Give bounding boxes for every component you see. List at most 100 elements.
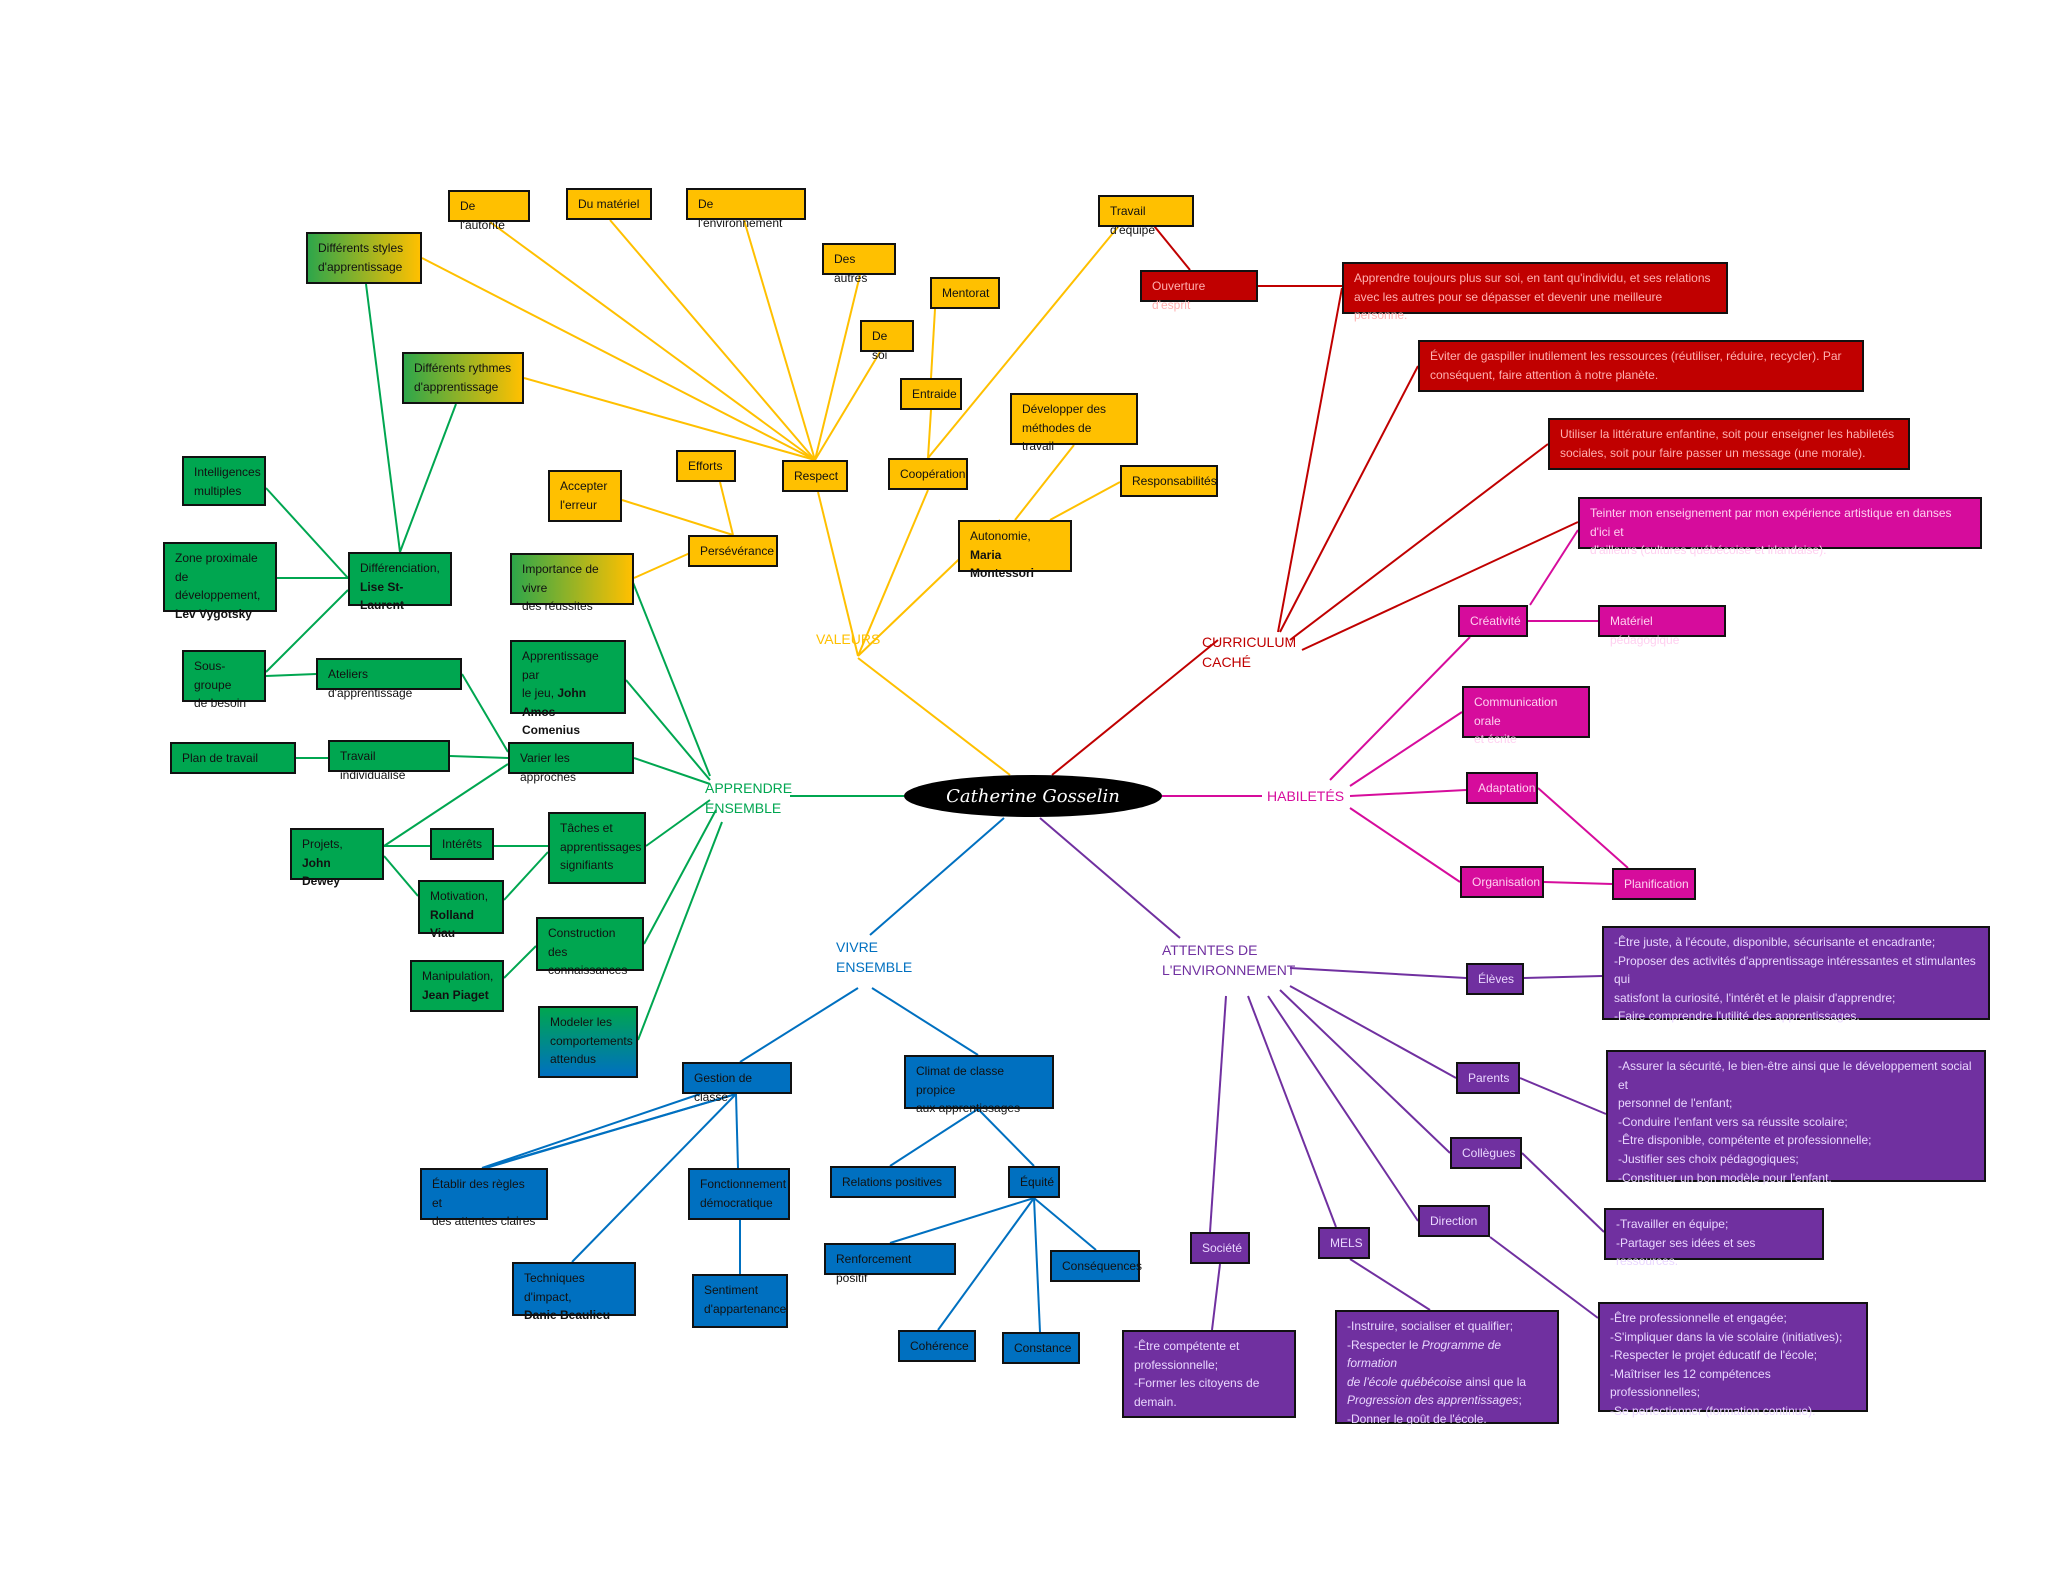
connector-valeurs-14 <box>421 257 816 461</box>
node-travail-equipe: Travail d'équipe <box>1098 195 1194 237</box>
hub-habiletes: HABILETÉS <box>1267 788 1345 804</box>
node-mels: MELS <box>1318 1227 1370 1259</box>
connector-valeurs-21 <box>719 481 734 536</box>
connector-apprendre-53 <box>265 673 317 677</box>
connector-apprendre-49 <box>399 403 457 553</box>
author-beaulieu: Danie Beaulieu <box>524 1308 611 1323</box>
node-plan-travail: Plan de travail <box>170 742 296 774</box>
connector-valeurs-6 <box>817 491 859 657</box>
connector-attentes-80 <box>1519 1077 1607 1115</box>
connector-habiletes-35 <box>1537 787 1629 869</box>
jeu-label: Apprentissage par le jeu, <box>522 649 599 701</box>
mels-line-3b: ; <box>1518 1393 1522 1408</box>
connector-vivre-66 <box>889 1108 979 1167</box>
hub-apprendre-ensemble: APPRENDRE ENSEMBLE <box>705 780 793 817</box>
connector-apprendre-46 <box>461 673 509 753</box>
connector-attentes-82 <box>1489 1236 1599 1319</box>
node-parents-attentes: -Assurer la sécurité, le bien-être ainsi… <box>1606 1050 1986 1185</box>
node-differenciation: Différenciation,Lise St-Laurent <box>348 552 452 612</box>
node-climat-classe: Climat de classe propice aux apprentissa… <box>904 1055 1054 1115</box>
node-apprendre-sur-soi: Apprendre toujours plus sur soi, en tant… <box>1342 262 1728 322</box>
node-motivation: Motivation,Rolland Viau <box>418 880 504 940</box>
connector-valeurs-16 <box>927 409 932 459</box>
author-piaget: Jean Piaget <box>422 987 489 1002</box>
node-environnement: De l'environnement <box>686 188 806 230</box>
node-regles-attentes: Établir des règles et des attentes clair… <box>420 1168 548 1228</box>
author-montessori: Maria Montessori <box>970 547 1035 581</box>
connector-vivre-64 <box>571 1093 737 1263</box>
hub-vivre-ensemble: VIVRE ENSEMBLE <box>836 939 913 976</box>
mels-progression: Progression des apprentissages <box>1347 1393 1519 1408</box>
node-communication: Communication orale et écrite <box>1462 686 1590 746</box>
connector-apprendre-48 <box>365 283 401 553</box>
connector-apprendre-39 <box>625 679 711 781</box>
zone-label: Zone proximale de développement, <box>175 551 261 603</box>
connector-apprendre-55 <box>383 855 419 897</box>
author-comenius: John Amos Comenius <box>522 686 587 738</box>
connector-apprendre-57 <box>503 851 549 901</box>
node-methodes-travail: Développer des méthodes de travail <box>1010 393 1138 453</box>
mels-line-1: -Instruire, socialiser et qualifier; <box>1347 1319 1514 1333</box>
connector-habiletes-36 <box>1543 881 1613 885</box>
author-vygotsky: Lev Vygotsky <box>175 606 252 621</box>
connector-attentes-79 <box>1523 975 1603 979</box>
connector-valeurs-18 <box>927 226 1119 459</box>
node-techniques-impact: Techniques d'impact,Danie Beaulieu <box>512 1262 636 1322</box>
node-coherence: Cohérence <box>898 1330 976 1362</box>
node-litterature-enfantine: Utiliser la littérature enfantine, soit … <box>1548 418 1910 470</box>
connector-apprendre-41 <box>645 799 711 847</box>
node-zone-proximale: Zone proximale de développement, Lev Vygo… <box>163 542 277 621</box>
connector-vivre-69 <box>937 1197 1035 1331</box>
author-dewey: John Dewey <box>302 855 341 889</box>
connector-vivre-60 <box>871 987 979 1056</box>
connector-attentes-78 <box>1209 995 1227 1233</box>
node-consequences: Conséquences <box>1050 1250 1142 1282</box>
connector-habiletes-37 <box>1529 529 1579 606</box>
mels-programme: Programme de formation de l'école québéc… <box>1347 1337 1502 1389</box>
node-projets: Projets,John Dewey <box>290 828 384 888</box>
node-autonomie: Autonomie, Maria Montessori <box>958 520 1072 580</box>
node-ouverture-esprit: Ouverture d'esprit <box>1140 270 1258 312</box>
autonomie-label: Autonomie, <box>970 529 1031 543</box>
node-societe-attentes: -Être compétente et professionnelle; -Fo… <box>1122 1330 1296 1418</box>
connector-apprendre-38 <box>631 579 711 777</box>
connector-apprendre-42 <box>643 809 717 945</box>
node-parents: Parents <box>1456 1062 1520 1094</box>
node-gestion-classe: Gestion de classe <box>682 1062 792 1104</box>
connector-curriculum-27 <box>1289 443 1549 641</box>
node-efforts: Efforts <box>676 450 736 482</box>
connector-vivre-63 <box>735 1093 739 1169</box>
node-importance-reussites: Importance de vivre des réussites <box>510 553 634 613</box>
connector-curriculum-28 <box>1301 521 1579 651</box>
connector-vivre-59 <box>739 987 859 1063</box>
connector-valeurs-9 <box>489 221 816 461</box>
connector-apprendre-43 <box>637 821 723 1041</box>
node-sentiment-appartenance: Sentiment d'appartenance <box>692 1274 788 1328</box>
node-de-soi: De soi <box>860 320 914 362</box>
mels-line-2a: -Respecter le <box>1347 1337 1422 1352</box>
node-societe: Société <box>1190 1232 1250 1264</box>
connector-attentes-73 <box>1289 967 1467 979</box>
node-entraide: Entraide <box>900 378 962 410</box>
hub-curriculum-cache: CURRICULUM CACHÉ <box>1202 634 1297 671</box>
connector-apprendre-40 <box>633 757 711 785</box>
connector-habiletes-30 <box>1329 636 1471 781</box>
connector-habiletes-32 <box>1349 789 1467 797</box>
connector-attentes-83 <box>1349 1258 1431 1311</box>
connector-valeurs-13 <box>814 351 881 461</box>
connector-vivre-4 <box>869 817 1005 936</box>
node-materiel-pedagogique: Matériel pédagogique <box>1598 605 1726 647</box>
connector-attentes-81 <box>1521 1152 1605 1233</box>
connector-curriculum-26 <box>1279 365 1419 633</box>
node-autorite: De l'autorité <box>448 190 530 232</box>
connector-valeurs-11 <box>743 219 816 461</box>
node-varier-approches: Varier les approches <box>508 742 634 784</box>
connector-vivre-68 <box>1033 1197 1097 1251</box>
node-planification: Planification <box>1612 868 1696 900</box>
node-rythmes-apprentissage: Différents rythmes d'apprentissage <box>402 352 524 404</box>
connector-valeurs-10 <box>609 219 816 461</box>
connector-vivre-70 <box>1033 1197 1041 1333</box>
connector-attentes-5 <box>1039 817 1181 939</box>
node-respect: Respect <box>782 460 848 492</box>
